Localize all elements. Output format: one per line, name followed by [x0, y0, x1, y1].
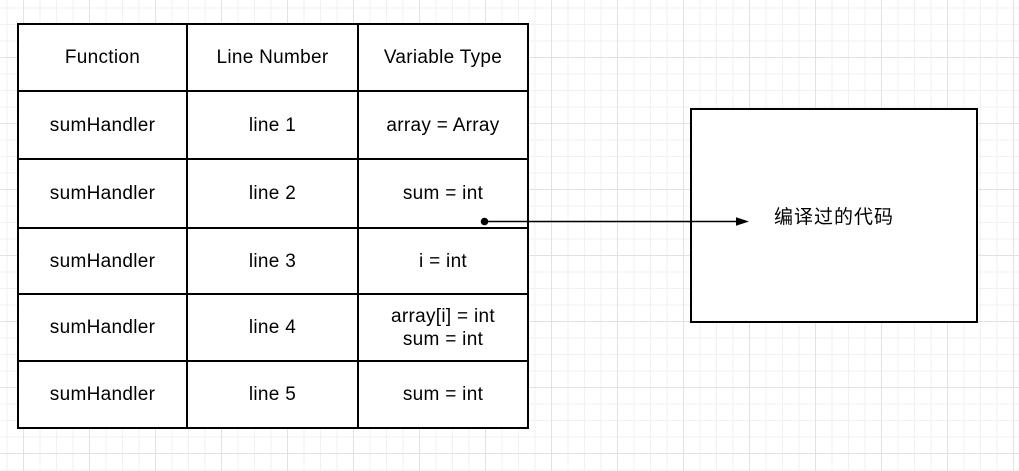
arrowhead-icon — [736, 217, 749, 226]
variable-entry: sum = int — [402, 384, 484, 405]
line-number-cell[interactable]: line 4 — [186, 293, 359, 362]
variable-entry: array[i] = int — [391, 305, 495, 327]
variable-type-cell[interactable]: sum = int — [357, 360, 529, 429]
header-line-number[interactable]: Line Number — [186, 23, 359, 92]
variable-type-cell[interactable]: array = Array — [357, 90, 529, 160]
header-variable-type[interactable]: Variable Type — [357, 23, 529, 92]
table-row: sumHandler line 4 array[i] = int sum = i… — [17, 293, 529, 362]
function-cell[interactable]: sumHandler — [17, 90, 188, 160]
table-row: sumHandler line 3 i = int — [17, 227, 529, 295]
function-cell[interactable]: sumHandler — [17, 227, 188, 295]
variable-type-cell[interactable]: sum = int — [357, 158, 529, 229]
function-cell[interactable]: sumHandler — [17, 293, 188, 362]
variable-type-cell[interactable]: i = int — [357, 227, 529, 295]
line-number-cell[interactable]: line 1 — [186, 90, 359, 160]
table-row: sumHandler line 1 array = Array — [17, 90, 529, 160]
variable-entry: i = int — [418, 250, 468, 272]
compiled-code-label: 编译过的代码 — [773, 207, 894, 228]
table-header-row: Function Line Number Variable Type — [17, 23, 529, 92]
function-cell[interactable]: sumHandler — [17, 360, 188, 429]
variable-entry: array = Array — [386, 114, 500, 136]
variable-type-cell[interactable]: array[i] = int sum = int — [357, 293, 529, 362]
variable-table[interactable]: Function Line Number Variable Type sumHa… — [17, 23, 529, 429]
header-function[interactable]: Function — [17, 23, 188, 92]
variable-entry: sum = int — [402, 183, 484, 204]
variable-entry: sum = int — [402, 328, 484, 350]
line-number-cell[interactable]: line 3 — [186, 227, 359, 295]
compiled-code-box[interactable]: 编译过的代码 — [690, 108, 978, 323]
line-number-cell[interactable]: line 5 — [186, 360, 359, 429]
table-row: sumHandler line 5 sum = int — [17, 360, 529, 429]
function-cell[interactable]: sumHandler — [17, 158, 188, 229]
line-number-cell[interactable]: line 2 — [186, 158, 359, 229]
table-row: sumHandler line 2 sum = int — [17, 158, 529, 229]
